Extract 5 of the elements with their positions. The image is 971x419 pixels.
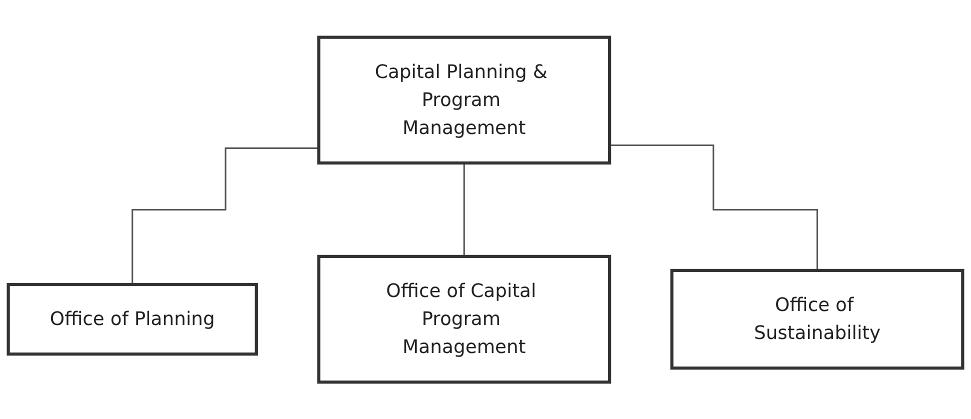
node-box: Office of Capital Program Management	[317, 254, 612, 384]
node-box: Office of Planning	[6, 282, 258, 356]
node-box: Office of Sustainability	[670, 268, 964, 370]
connector	[463, 162, 465, 258]
node-box: Capital Planning & Program Management	[317, 36, 612, 164]
